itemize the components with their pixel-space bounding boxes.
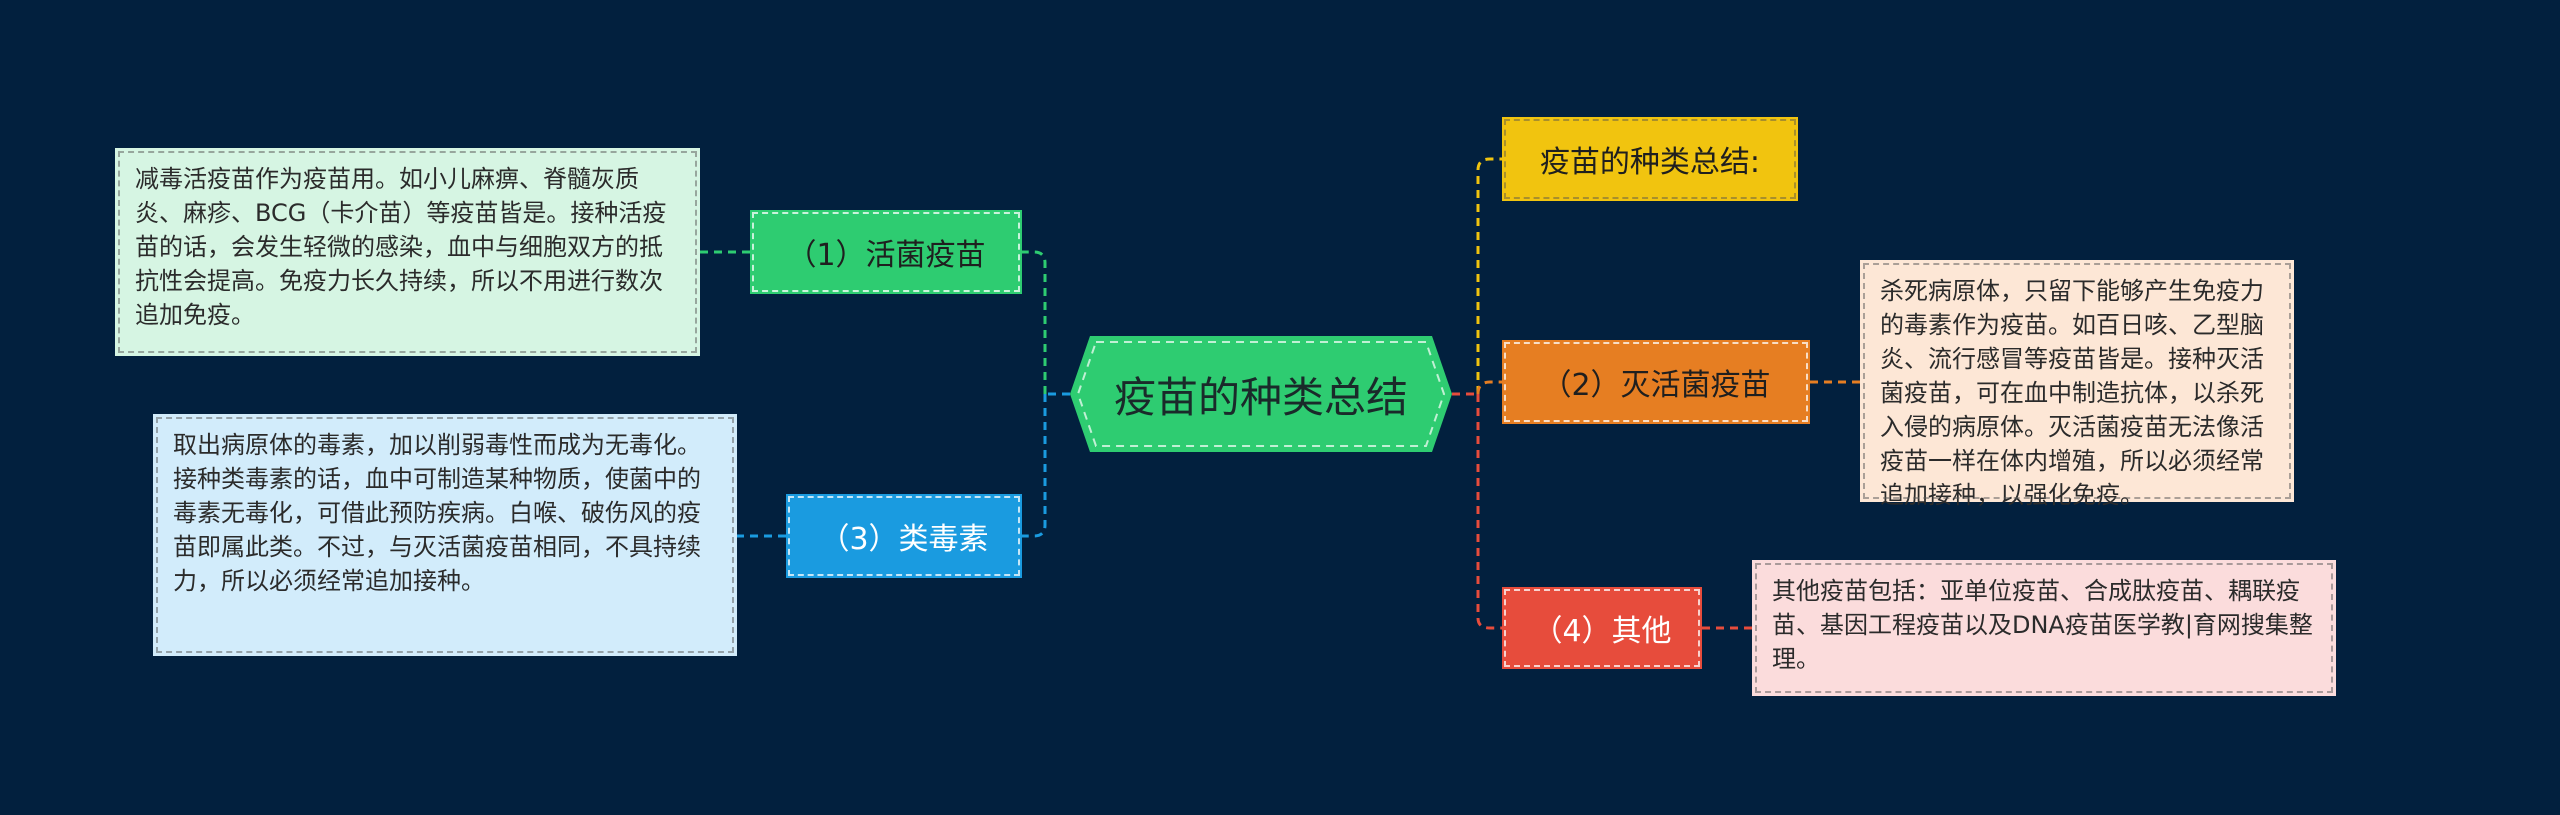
note-toxoid: 取出病原体的毒素，加以削弱毒性而成为无毒化。接种类毒素的话，血中可制造某种物质，… <box>153 414 737 656</box>
root-topic[interactable]: 疫苗的种类总结 <box>1070 336 1452 452</box>
topic-live-vaccine[interactable]: （1）活菌疫苗 <box>750 210 1022 294</box>
note-inactivated-vaccine: 杀死病原体，只留下能够产生免疫力的毒素作为疫苗。如百日咳、乙型脑炎、流行感冒等疫… <box>1860 260 2294 509</box>
note-other: 其他疫苗包括：亚单位疫苗、合成肽疫苗、耦联疫苗、基因工程疫苗以及DNA疫苗医学教… <box>1752 560 2336 696</box>
topic-other[interactable]: （4）其他 <box>1502 587 1702 669</box>
topic-inactivated-vaccine-label: （2）灭活菌疫苗 <box>1541 368 1771 403</box>
connector-inactivated <box>1476 380 1502 395</box>
root-topic-label: 疫苗的种类总结 <box>1113 372 1408 422</box>
connector-summary <box>1476 157 1502 394</box>
topic-inactivated-vaccine[interactable]: （2）灭活菌疫苗 <box>1502 340 1810 424</box>
topic-live-vaccine-label: （1）活菌疫苗 <box>786 238 986 273</box>
topic-summary[interactable]: 疫苗的种类总结: <box>1502 117 1798 201</box>
topic-other-label: （4）其他 <box>1532 614 1672 649</box>
topic-summary-label: 疫苗的种类总结: <box>1539 145 1761 180</box>
topic-toxoid[interactable]: （3）类毒素 <box>786 494 1022 578</box>
topic-toxoid-label: （3）类毒素 <box>819 522 989 557</box>
connector-other <box>1476 394 1502 630</box>
connector-toxoid <box>1022 394 1047 538</box>
connector-live <box>1022 250 1047 394</box>
root-hexagon-shape <box>1070 336 1452 452</box>
note-live-vaccine: 减毒活疫苗作为疫苗用。如小儿麻痹、脊髓灰质炎、麻疹、BCG（卡介苗）等疫苗皆是。… <box>115 148 700 356</box>
